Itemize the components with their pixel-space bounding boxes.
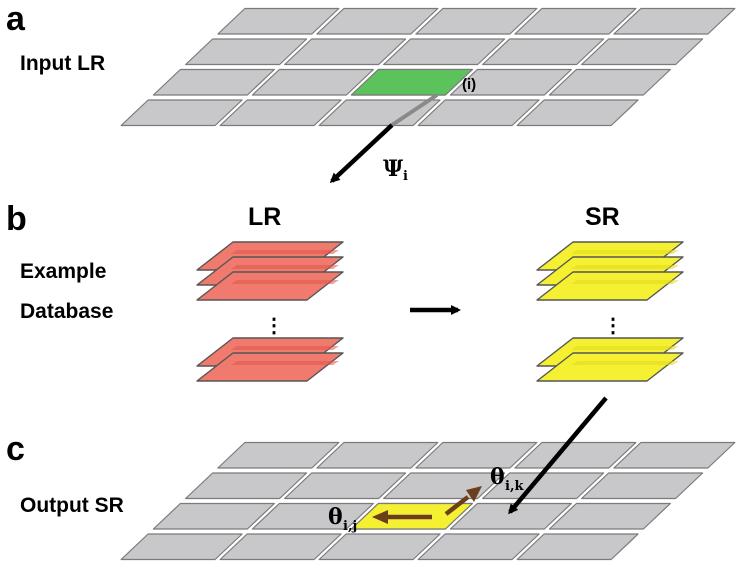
grid-cell xyxy=(581,38,704,66)
theta-ik-label: θ i,k xyxy=(490,464,524,494)
grid-cell xyxy=(219,533,342,561)
grid-cell xyxy=(548,502,671,530)
sr-to-output-arrow xyxy=(508,396,608,515)
lr-example-plate-shade xyxy=(231,361,339,365)
sr-example-plate-shade xyxy=(571,346,679,350)
grid-cell xyxy=(415,7,538,35)
grid-cell xyxy=(449,68,572,96)
grid-cell xyxy=(581,472,704,500)
database-label: Database xyxy=(20,300,113,323)
lr-example-plate-shade xyxy=(231,265,339,269)
grid-cell xyxy=(120,533,243,561)
input-lr-grid xyxy=(120,7,736,127)
svg-text:i: i xyxy=(403,169,408,184)
grid-cell xyxy=(417,533,540,561)
grid-cell xyxy=(152,502,275,530)
lr-example-plate xyxy=(196,352,344,382)
sr-example-plate xyxy=(536,271,684,301)
panel-letter-a: a xyxy=(6,0,26,38)
grid-cell xyxy=(613,441,736,469)
panel-letter-b: b xyxy=(6,200,27,238)
grid-cell xyxy=(449,502,572,530)
grid-cell xyxy=(284,472,407,500)
grid-cell xyxy=(548,68,671,96)
svg-text:Ψ: Ψ xyxy=(383,156,403,182)
grid-cell xyxy=(185,38,308,66)
grid-cell xyxy=(514,7,637,35)
output-sr-grid xyxy=(120,441,736,561)
grid-cell xyxy=(251,502,374,530)
grid-cell xyxy=(185,472,308,500)
psi-label: Ψ i xyxy=(383,156,408,184)
sr-ellipsis: ⋮ xyxy=(603,315,623,337)
grid-cell xyxy=(514,441,637,469)
grid-cell xyxy=(120,99,243,127)
psi-arrow-shadow xyxy=(390,93,439,127)
sr-example-plate-shade xyxy=(571,280,679,284)
grid-cell xyxy=(219,99,342,127)
grid-cell xyxy=(316,441,439,469)
grid-cell xyxy=(284,38,407,66)
grid-cell xyxy=(152,68,275,96)
sr-example-plate-shade xyxy=(571,361,679,365)
theta-ij-arrow xyxy=(372,510,432,524)
grid-cell xyxy=(383,38,506,66)
patch-index-label: (i) xyxy=(462,76,476,93)
lr-example-plate-shade xyxy=(231,346,339,350)
example-label: Example xyxy=(20,260,106,283)
grid-cell xyxy=(217,7,340,35)
lr-ellipsis: ⋮ xyxy=(264,315,284,337)
input-patch-highlight xyxy=(350,68,473,96)
sr-column-label: SR xyxy=(585,203,620,231)
grid-cell xyxy=(417,99,540,127)
psi-arrow xyxy=(329,123,394,184)
svg-text:i,k: i,k xyxy=(505,479,524,494)
grid-cell xyxy=(217,441,340,469)
input-patch-cell xyxy=(350,68,473,96)
sr-example-plate xyxy=(536,352,684,382)
grid-cell xyxy=(516,99,639,127)
lr-example-plate-shade xyxy=(231,250,339,254)
sr-example-plate-shade xyxy=(571,265,679,269)
theta-ik-arrow xyxy=(444,486,482,516)
grid-cell xyxy=(316,7,439,35)
lr-example-stack xyxy=(196,241,344,382)
svg-text:θ: θ xyxy=(490,464,505,490)
svg-text:i,j: i,j xyxy=(343,519,357,534)
grid-cell xyxy=(613,7,736,35)
input-lr-label: Input LR xyxy=(20,52,105,75)
grid-cell xyxy=(482,472,605,500)
panel-letter-c: c xyxy=(6,430,25,468)
lr-example-plate xyxy=(196,271,344,301)
lr-example-plate-shade xyxy=(231,280,339,284)
grid-cell xyxy=(415,441,538,469)
grid-cell xyxy=(516,533,639,561)
grid-cell xyxy=(318,533,441,561)
output-sr-label: Output SR xyxy=(20,494,124,517)
lr-column-label: LR xyxy=(248,203,281,231)
sr-example-plate-shade xyxy=(571,250,679,254)
grid-cell xyxy=(482,38,605,66)
theta-ij-label: θ i,j xyxy=(328,504,357,534)
sr-example-stack xyxy=(536,241,684,382)
grid-cell xyxy=(318,99,441,127)
grid-cell xyxy=(251,68,374,96)
svg-text:θ: θ xyxy=(328,504,343,530)
